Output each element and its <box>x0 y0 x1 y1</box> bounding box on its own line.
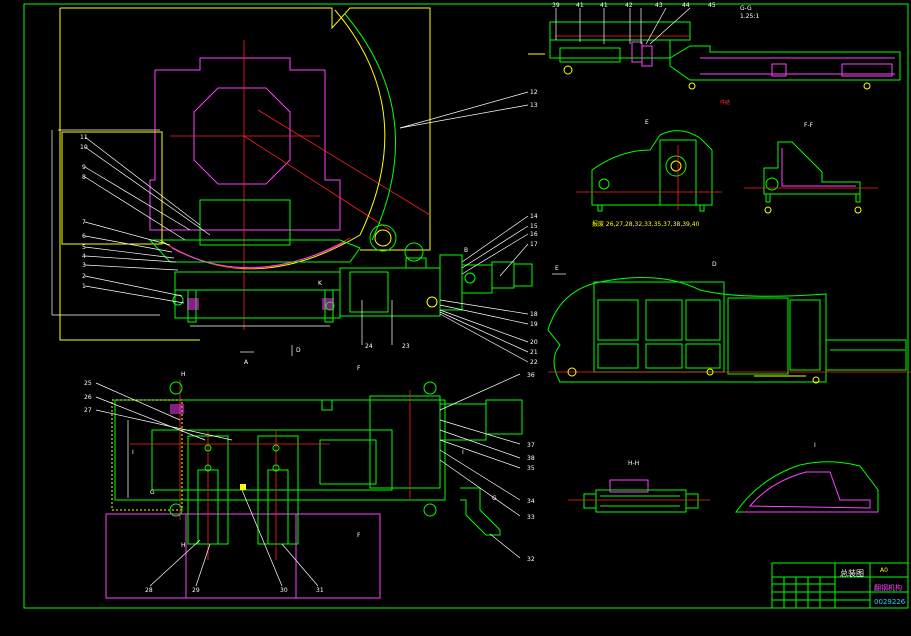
label-part-5: 5 <box>82 244 86 251</box>
label-part-36: 36 <box>527 372 535 379</box>
label-part-30: 30 <box>280 587 288 594</box>
view-e-title: E <box>645 119 649 126</box>
label-part-45: 45 <box>708 2 716 9</box>
view-d-title: D <box>712 261 717 268</box>
label-part-29: 29 <box>192 587 200 594</box>
label-part-1: 1 <box>82 283 86 290</box>
label-part-8: 8 <box>82 174 86 181</box>
label-part-23: 23 <box>402 343 410 350</box>
view-ff: F-F <box>744 122 878 214</box>
label-part-31: 31 <box>316 587 324 594</box>
label-part-28: 28 <box>145 587 153 594</box>
section-arrow-g-left: G <box>150 489 155 496</box>
label-part-16: 16 <box>530 231 538 238</box>
section-arrow-k: K <box>318 280 323 287</box>
view-e: E 报废 26,27,28,32,33,35,37,38,39,40 <box>576 119 722 228</box>
view-gg-assembly: 39 41 41 42 43 44 45 G-G 1.25:1 件结 <box>528 2 901 106</box>
section-arrow-f-bottom: F <box>357 532 361 539</box>
label-part-12: 12 <box>530 89 538 96</box>
view-d: D E <box>547 261 911 384</box>
section-arrow-g-right: G <box>492 495 497 502</box>
label-part-26: 26 <box>84 394 92 401</box>
label-part-39: 39 <box>552 2 560 9</box>
label-part-3: 3 <box>82 262 86 269</box>
label-part-41b: 41 <box>600 2 608 9</box>
label-part-4: 4 <box>82 253 86 260</box>
label-part-22: 22 <box>530 359 538 366</box>
view-ff-title: F-F <box>804 122 814 129</box>
label-part-17: 17 <box>530 241 538 248</box>
label-part-21: 21 <box>530 349 538 356</box>
label-part-37: 37 <box>527 442 535 449</box>
section-arrow-d: D <box>296 347 301 354</box>
label-part-44: 44 <box>682 2 690 9</box>
label-part-27: 27 <box>84 407 92 414</box>
title-block: 总装图 A0 翻钢机构 0029226 <box>771 562 909 609</box>
section-arrow-i-left: I <box>132 449 134 456</box>
view-hh: H-H <box>568 460 710 513</box>
label-part-25: 25 <box>84 380 92 387</box>
label-part-2: 2 <box>82 273 86 280</box>
label-part-15: 15 <box>530 223 538 230</box>
label-part-32: 32 <box>527 556 535 563</box>
view-i: I <box>735 442 879 513</box>
section-arrow-e: E <box>555 265 559 272</box>
label-part-6: 6 <box>82 233 86 240</box>
plan-view: 25 26 27 36 37 38 35 34 33 32 28 29 30 3… <box>84 365 535 599</box>
section-arrow-i-right: I <box>462 449 464 456</box>
view-gg-scale: 1.25:1 <box>740 13 759 20</box>
section-arrow-b: B <box>464 247 468 254</box>
view-hh-title: H-H <box>628 460 639 467</box>
section-arrow-f-top: F <box>357 365 361 372</box>
section-arrow-a: A <box>244 359 249 366</box>
label-part-18: 18 <box>530 311 538 318</box>
section-arrow-h-bottom: H <box>181 542 186 549</box>
view-i-title: I <box>814 442 816 449</box>
main-front-view: 11 10 9 8 7 6 5 4 3 2 1 12 13 14 15 16 1… <box>51 7 538 366</box>
drawing-name: 总装图 <box>840 568 864 578</box>
machine-name: 翻钢机构 <box>874 583 902 592</box>
view-gg-title: G-G <box>740 5 752 12</box>
label-part-34: 34 <box>527 498 535 505</box>
view-e-note: 报废 26,27,28,32,33,35,37,38,39,40 <box>592 220 700 228</box>
section-arrow-h-top: H <box>181 371 186 378</box>
label-part-11: 11 <box>80 134 88 141</box>
label-part-38: 38 <box>527 455 535 462</box>
title-small: A0 <box>880 567 888 574</box>
label-part-14: 14 <box>530 213 538 220</box>
label-part-24: 24 <box>365 343 373 350</box>
drawing-number: 0029226 <box>874 598 906 606</box>
label-part-41a: 41 <box>576 2 584 9</box>
label-part-35: 35 <box>527 465 535 472</box>
label-part-42: 42 <box>625 2 633 9</box>
label-part-10: 10 <box>80 144 88 151</box>
label-part-19: 19 <box>530 321 538 328</box>
top-note: 件结 <box>720 99 730 106</box>
label-part-43: 43 <box>655 2 663 9</box>
label-part-33: 33 <box>527 514 535 521</box>
label-part-9: 9 <box>82 164 86 171</box>
label-part-13: 13 <box>530 102 538 109</box>
label-part-7: 7 <box>82 219 86 226</box>
outer-frame <box>23 3 909 609</box>
label-part-20: 20 <box>530 339 538 346</box>
